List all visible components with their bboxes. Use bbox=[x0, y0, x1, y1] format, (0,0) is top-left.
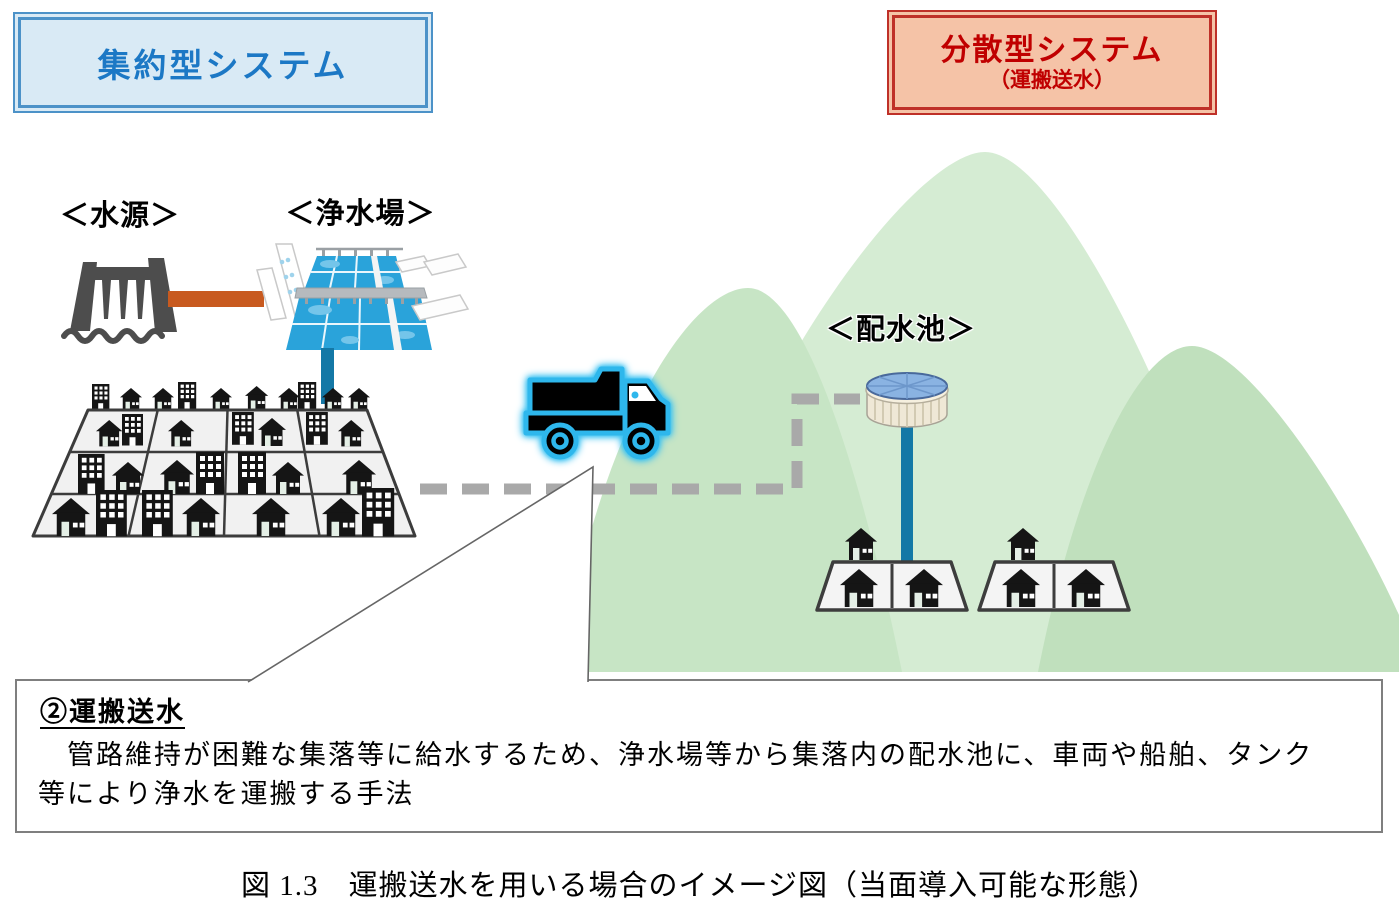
label-distribution-reservoir: ＜配水池＞ bbox=[825, 314, 976, 346]
legend-decentralized-label: 分散型システム bbox=[940, 33, 1164, 67]
raw-water-pipe bbox=[168, 291, 264, 307]
callout-body-line1: 管路維持が困難な集落等に給水するため、浄水場等から集落内の配水池に、車両や船舶、… bbox=[38, 740, 1314, 770]
callout-heading: ②運搬送水 bbox=[40, 697, 185, 727]
mountains-illustration bbox=[560, 152, 1399, 672]
legend-decentralized-box: 分散型システム （運搬送水） bbox=[887, 10, 1217, 115]
legend-decentralized-sublabel: （運搬送水） bbox=[989, 68, 1115, 92]
label-water-source: ＜水源＞ bbox=[59, 200, 180, 232]
legend-centralized-label: 集約型システム bbox=[97, 46, 349, 84]
transport-route-dashed-line bbox=[420, 393, 860, 495]
legend-centralized-box: 集約型システム bbox=[13, 12, 433, 113]
purification-plant-icon bbox=[256, 243, 470, 351]
reservoir-tank-icon bbox=[865, 372, 949, 428]
legend-decentralized-inner: 分散型システム （運搬送水） bbox=[892, 15, 1212, 110]
callout-box-frame bbox=[15, 679, 1383, 833]
truck-icon bbox=[523, 366, 671, 460]
label-purification-plant: ＜浄水場＞ bbox=[285, 198, 436, 230]
callout-body-line2: 等により浄水を運搬する手法 bbox=[38, 779, 415, 809]
reservoir-outlet-pipe bbox=[901, 414, 913, 564]
legend-centralized-inner: 集約型システム bbox=[18, 17, 428, 108]
town-illustration bbox=[31, 382, 417, 538]
dam-icon bbox=[61, 258, 177, 344]
figure-caption: 図 1.3 運搬送水を用いる場合のイメージ図（当面導入可能な形態） bbox=[241, 870, 1158, 902]
callout-wedge bbox=[247, 465, 594, 683]
